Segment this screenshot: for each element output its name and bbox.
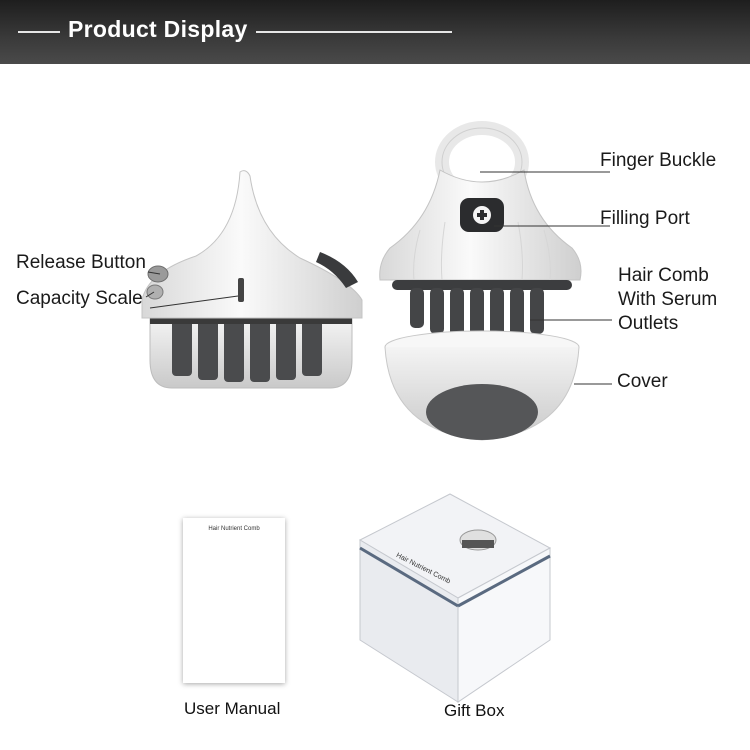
label-hair-comb-2: With Serum — [618, 289, 718, 310]
callout-lines — [145, 171, 612, 385]
label-filling-port: Filling Port — [600, 208, 690, 229]
manual-title: Hair Nutrient Comb — [208, 526, 260, 532]
header-rule-left — [18, 31, 60, 33]
caption-gift-box: Gift Box — [444, 701, 505, 720]
label-cover: Cover — [617, 371, 668, 392]
device-front-view — [379, 121, 582, 441]
label-release-button: Release Button — [16, 252, 146, 273]
label-capacity-scale: Capacity Scale — [16, 288, 143, 309]
gift-box-illustration — [358, 493, 552, 703]
device-side-view — [141, 170, 363, 389]
section-header: Product Display — [0, 0, 750, 64]
caption-user-manual: User Manual — [184, 699, 281, 718]
label-hair-comb-1: Hair Comb — [618, 265, 709, 286]
section-title: Product Display — [68, 16, 248, 42]
label-hair-comb-3: Outlets — [618, 313, 679, 334]
label-finger-buckle: Finger Buckle — [600, 150, 717, 171]
header-rule-right — [256, 31, 452, 33]
user-manual-image: Hair Nutrient Comb — [183, 518, 285, 683]
